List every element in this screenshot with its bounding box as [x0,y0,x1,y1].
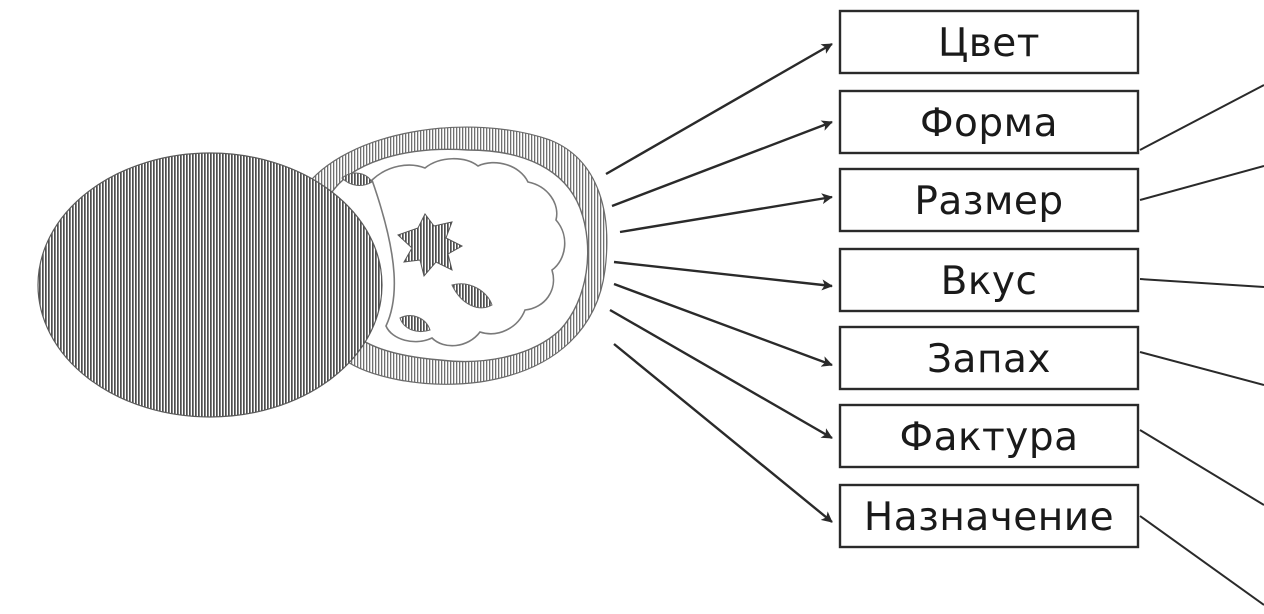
property-box-purpose: Назначение [838,483,1140,549]
arrow-color [605,42,833,176]
arrow-smell [613,282,833,367]
arrow-taste [613,260,833,291]
outgoing-line [1139,429,1264,506]
cut-fruit-icon [37,126,608,418]
fruit-core [397,213,464,278]
property-label-shape: Форма [920,101,1058,146]
fruit-wedge [399,315,431,332]
fruit-inner-contour [371,157,566,347]
property-label-color: Цвет [938,21,1040,66]
outgoing-line [1139,515,1264,606]
outgoing-line [1139,165,1264,201]
property-box-color: Цвет [838,9,1140,75]
fruit-whole [37,152,383,418]
fruit-wedge [451,283,493,309]
outgoing-lines [1139,84,1264,606]
property-box-shape: Форма [838,89,1140,155]
property-box-taste: Вкус [838,247,1140,313]
fruit-wedge [341,172,373,186]
property-label-taste: Вкус [941,259,1038,304]
arrow-shape [611,120,833,208]
property-label-purpose: Назначение [864,495,1114,540]
property-box-texture: Фактура [838,403,1140,469]
property-label-smell: Запах [927,337,1051,382]
property-label-size: Размер [914,179,1063,224]
arrow-size [619,193,833,234]
outgoing-line [1139,351,1264,386]
property-box-smell: Запах [838,325,1140,391]
outgoing-line [1139,84,1264,151]
property-box-size: Размер [838,167,1140,233]
property-label-texture: Фактура [900,415,1079,460]
arrows [605,42,833,523]
arrow-purpose [613,343,833,523]
arrow-texture [609,308,833,440]
outgoing-line [1139,278,1264,288]
